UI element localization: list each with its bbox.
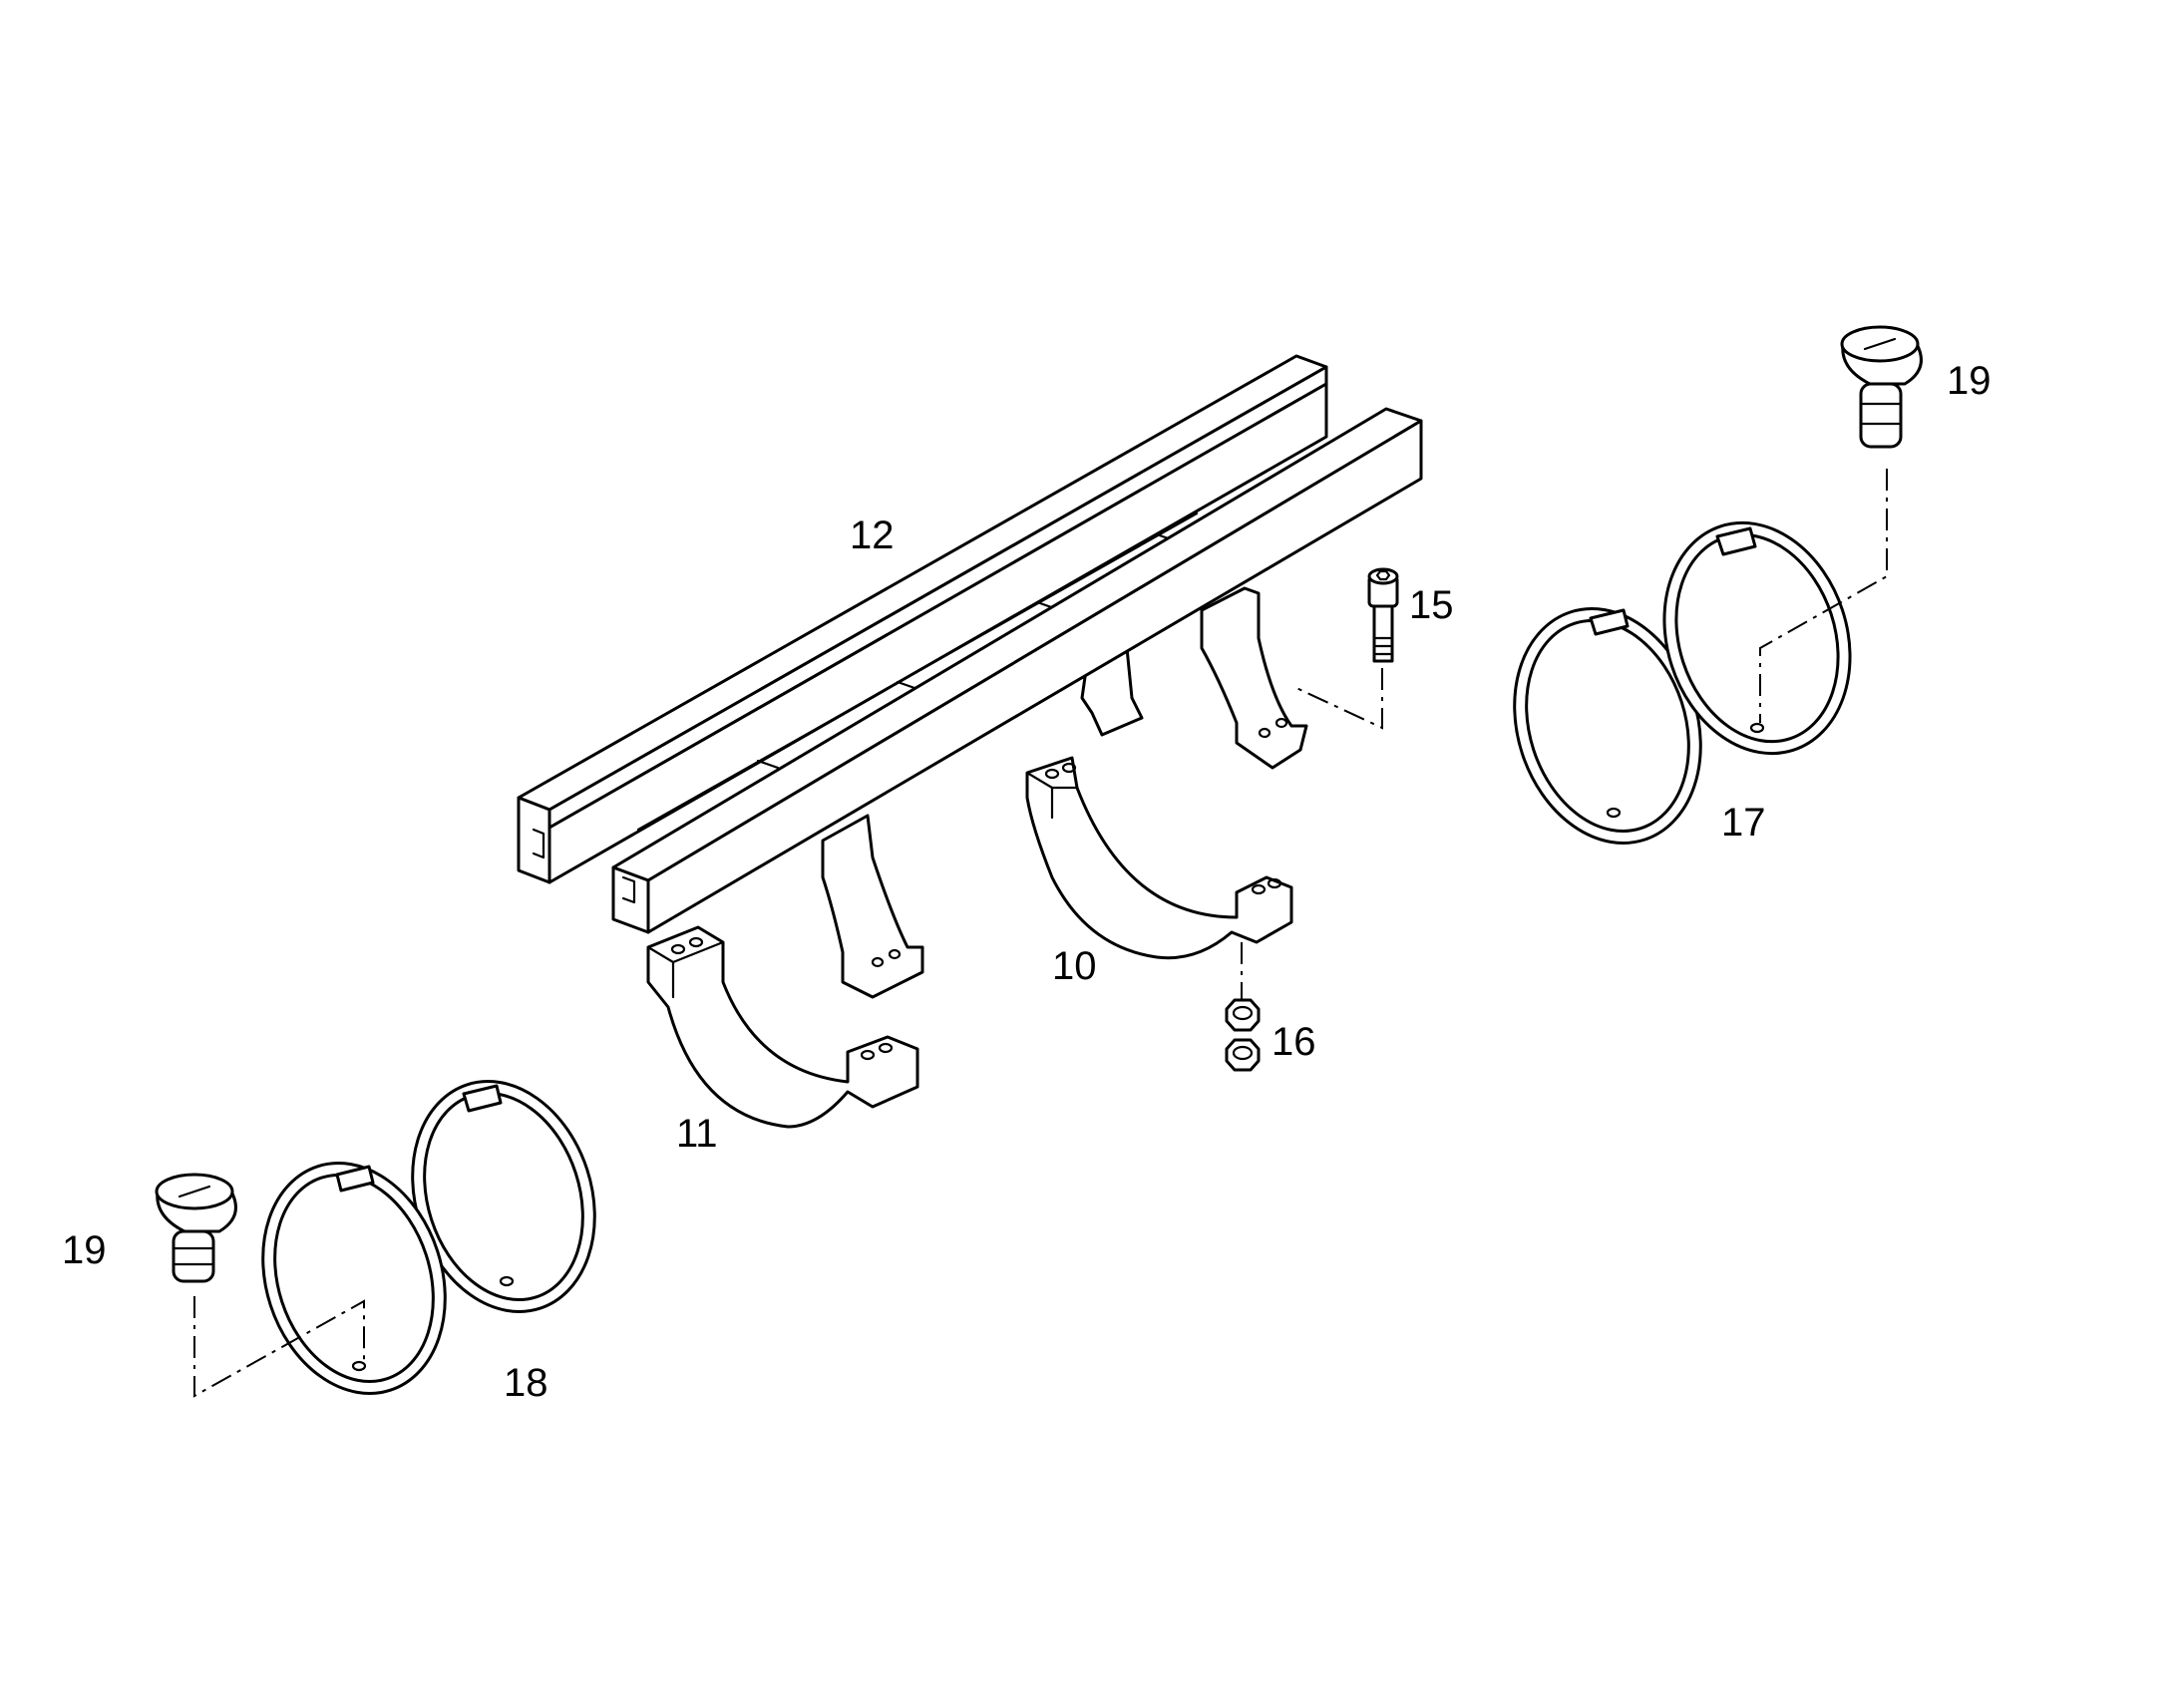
hex-nut-lower — [1225, 1038, 1261, 1072]
front-guide-rail — [611, 407, 1423, 999]
callout-19-right: 19 — [1947, 359, 1992, 403]
callout-11: 11 — [676, 1112, 718, 1156]
screw-assembly-line — [1295, 668, 1383, 730]
split-ring-right-rear — [1662, 520, 1852, 756]
flat-head-pin-left — [155, 1173, 237, 1283]
callout-18: 18 — [504, 1361, 548, 1405]
split-ring-left-rear — [411, 1080, 596, 1313]
semicircular-clamp-left — [646, 925, 919, 1129]
callout-10: 10 — [1052, 944, 1097, 988]
split-ring-right-front — [1513, 607, 1702, 845]
hex-nut-upper — [1225, 998, 1261, 1032]
callout-15: 15 — [1409, 583, 1454, 627]
pin-assembly-line-left — [193, 1296, 365, 1398]
split-ring-left-front — [261, 1162, 447, 1395]
pin-assembly-line-right — [1759, 469, 1888, 723]
callout-17: 17 — [1721, 801, 1766, 845]
flat-head-pin-right — [1840, 325, 1923, 449]
callout-16: 16 — [1272, 1020, 1316, 1064]
rail-hanger-bracket-rear — [1200, 586, 1308, 770]
callout-19-left: 19 — [62, 1228, 107, 1272]
rail-hanger-bracket-front — [821, 814, 924, 999]
semicircular-clamp-center — [1025, 756, 1293, 960]
socket-head-screw — [1367, 567, 1399, 663]
callout-12: 12 — [850, 513, 895, 557]
back-guide-rail — [517, 354, 1328, 884]
guide-rail-assembly — [517, 354, 1423, 999]
